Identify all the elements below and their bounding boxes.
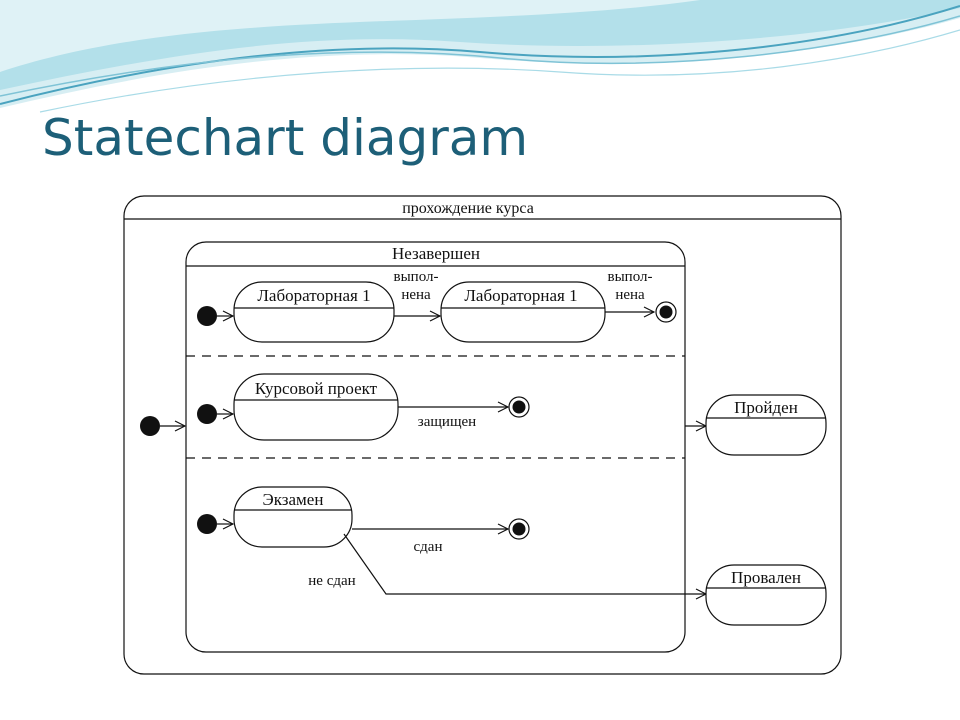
state-lab1-second-label: Лабораторная 1 bbox=[464, 286, 577, 305]
state-failed-label: Провален bbox=[731, 568, 801, 587]
initial-state-region-3 bbox=[197, 514, 233, 534]
final-state-region-2 bbox=[508, 396, 530, 418]
state-passed-label: Пройден bbox=[734, 398, 798, 417]
wave-line-1 bbox=[0, 5, 960, 105]
state-lab1-first-label: Лабораторная 1 bbox=[257, 286, 370, 305]
slide-title: Statechart diagram bbox=[42, 109, 529, 167]
outer-state-label: прохождение курса bbox=[402, 200, 534, 217]
final-state-region-1 bbox=[655, 301, 677, 323]
transition-exam-not-passed-label: не сдан bbox=[308, 573, 355, 589]
initial-state-outer bbox=[140, 416, 185, 436]
state-lab1-first: Лабораторная 1 bbox=[233, 281, 395, 343]
state-failed: Провален bbox=[705, 564, 827, 626]
state-exam-label: Экзамен bbox=[263, 490, 324, 509]
state-course-project: Курсовой проект bbox=[233, 373, 399, 441]
state-lab1-second: Лабораторная 1 bbox=[440, 281, 606, 343]
state-passed: Пройден bbox=[705, 394, 827, 456]
state-exam: Экзамен bbox=[233, 486, 353, 548]
wave-line-3 bbox=[39, 29, 960, 113]
initial-state-region-2 bbox=[197, 404, 233, 424]
composite-state-incomplete: Незавершен bbox=[185, 241, 686, 653]
statechart-diagram: прохождение курса Незавершен Лабораторна… bbox=[123, 195, 842, 675]
transition-lab-done-1-line2: нена bbox=[401, 287, 431, 303]
outer-state-course: прохождение курса bbox=[123, 195, 842, 675]
transition-exam-passed-label: сдан bbox=[414, 539, 443, 555]
header-wave-decoration bbox=[0, 0, 960, 113]
transition-lab-done-2-line1: выпол- bbox=[608, 269, 653, 285]
transition-project-defended-label: защищен bbox=[418, 414, 476, 430]
transition-lab-done-1-line1: выпол- bbox=[394, 269, 439, 285]
wave-line-2 bbox=[0, 15, 960, 97]
transition-exam-not-passed bbox=[343, 533, 706, 594]
composite-state-label: Незавершен bbox=[392, 244, 480, 263]
wave-band-top bbox=[0, 0, 700, 72]
transition-lab-done-2-line2: нена bbox=[615, 287, 645, 303]
state-course-project-label: Курсовой проект bbox=[255, 379, 378, 398]
final-state-region-3 bbox=[508, 518, 530, 540]
initial-state-region-1 bbox=[197, 306, 233, 326]
